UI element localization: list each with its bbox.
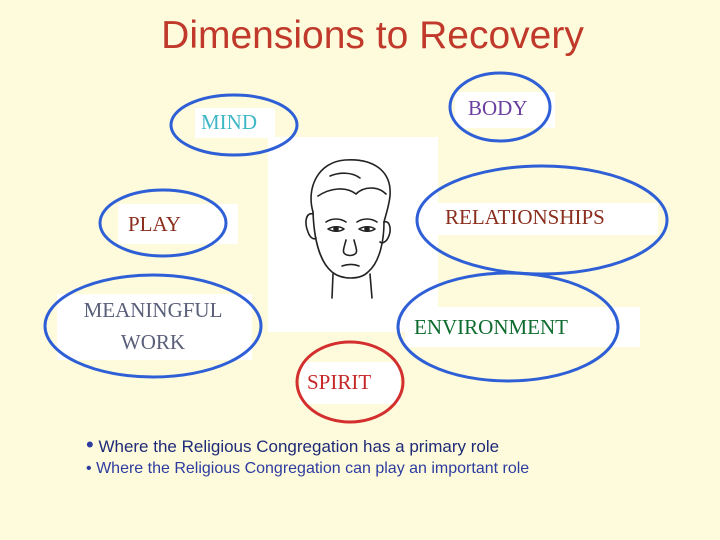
- bullet-primary-role: • Where the Religious Congregation has a…: [86, 432, 499, 458]
- spirit-ellipse: [295, 340, 405, 424]
- mind-label-box: [195, 108, 275, 138]
- label-play: PLAY: [128, 212, 181, 236]
- bullet-important-role-text: Where the Religious Congregation can pla…: [96, 460, 530, 477]
- face-panel: [268, 137, 438, 332]
- bullet-primary-role-text: Where the Religious Congregation has a p…: [98, 437, 500, 456]
- environment-label-box: [405, 307, 640, 347]
- body-ellipse: [448, 71, 552, 143]
- environment-ellipse: [396, 271, 620, 383]
- label-mind: MIND: [201, 110, 257, 134]
- label-environment: ENVIRONMENT: [414, 315, 568, 339]
- bullet-important-role: • Where the Religious Congregation can p…: [86, 460, 529, 478]
- meaningful-work-ellipse: [43, 273, 263, 379]
- meaningful-work-label-box: [57, 294, 252, 360]
- relationships-label-box: [438, 203, 658, 235]
- body-label-box: [455, 92, 555, 128]
- play-ellipse: [98, 188, 228, 258]
- label-body: BODY: [468, 96, 528, 120]
- spirit-label-box: [300, 362, 400, 404]
- label-meaningful-work-line2: WORK: [120, 330, 186, 354]
- label-relationships: RELATIONSHIPS: [445, 205, 605, 229]
- page-title: Dimensions to Recovery: [161, 14, 584, 57]
- label-spirit: SPIRIT: [307, 370, 372, 394]
- face-illustration: [305, 159, 391, 299]
- bullet-dot: •: [86, 460, 92, 477]
- mind-ellipse: [169, 93, 299, 157]
- bullet-dot: •: [86, 432, 94, 457]
- label-meaningful-work-line1: MEANINGFUL: [83, 298, 223, 322]
